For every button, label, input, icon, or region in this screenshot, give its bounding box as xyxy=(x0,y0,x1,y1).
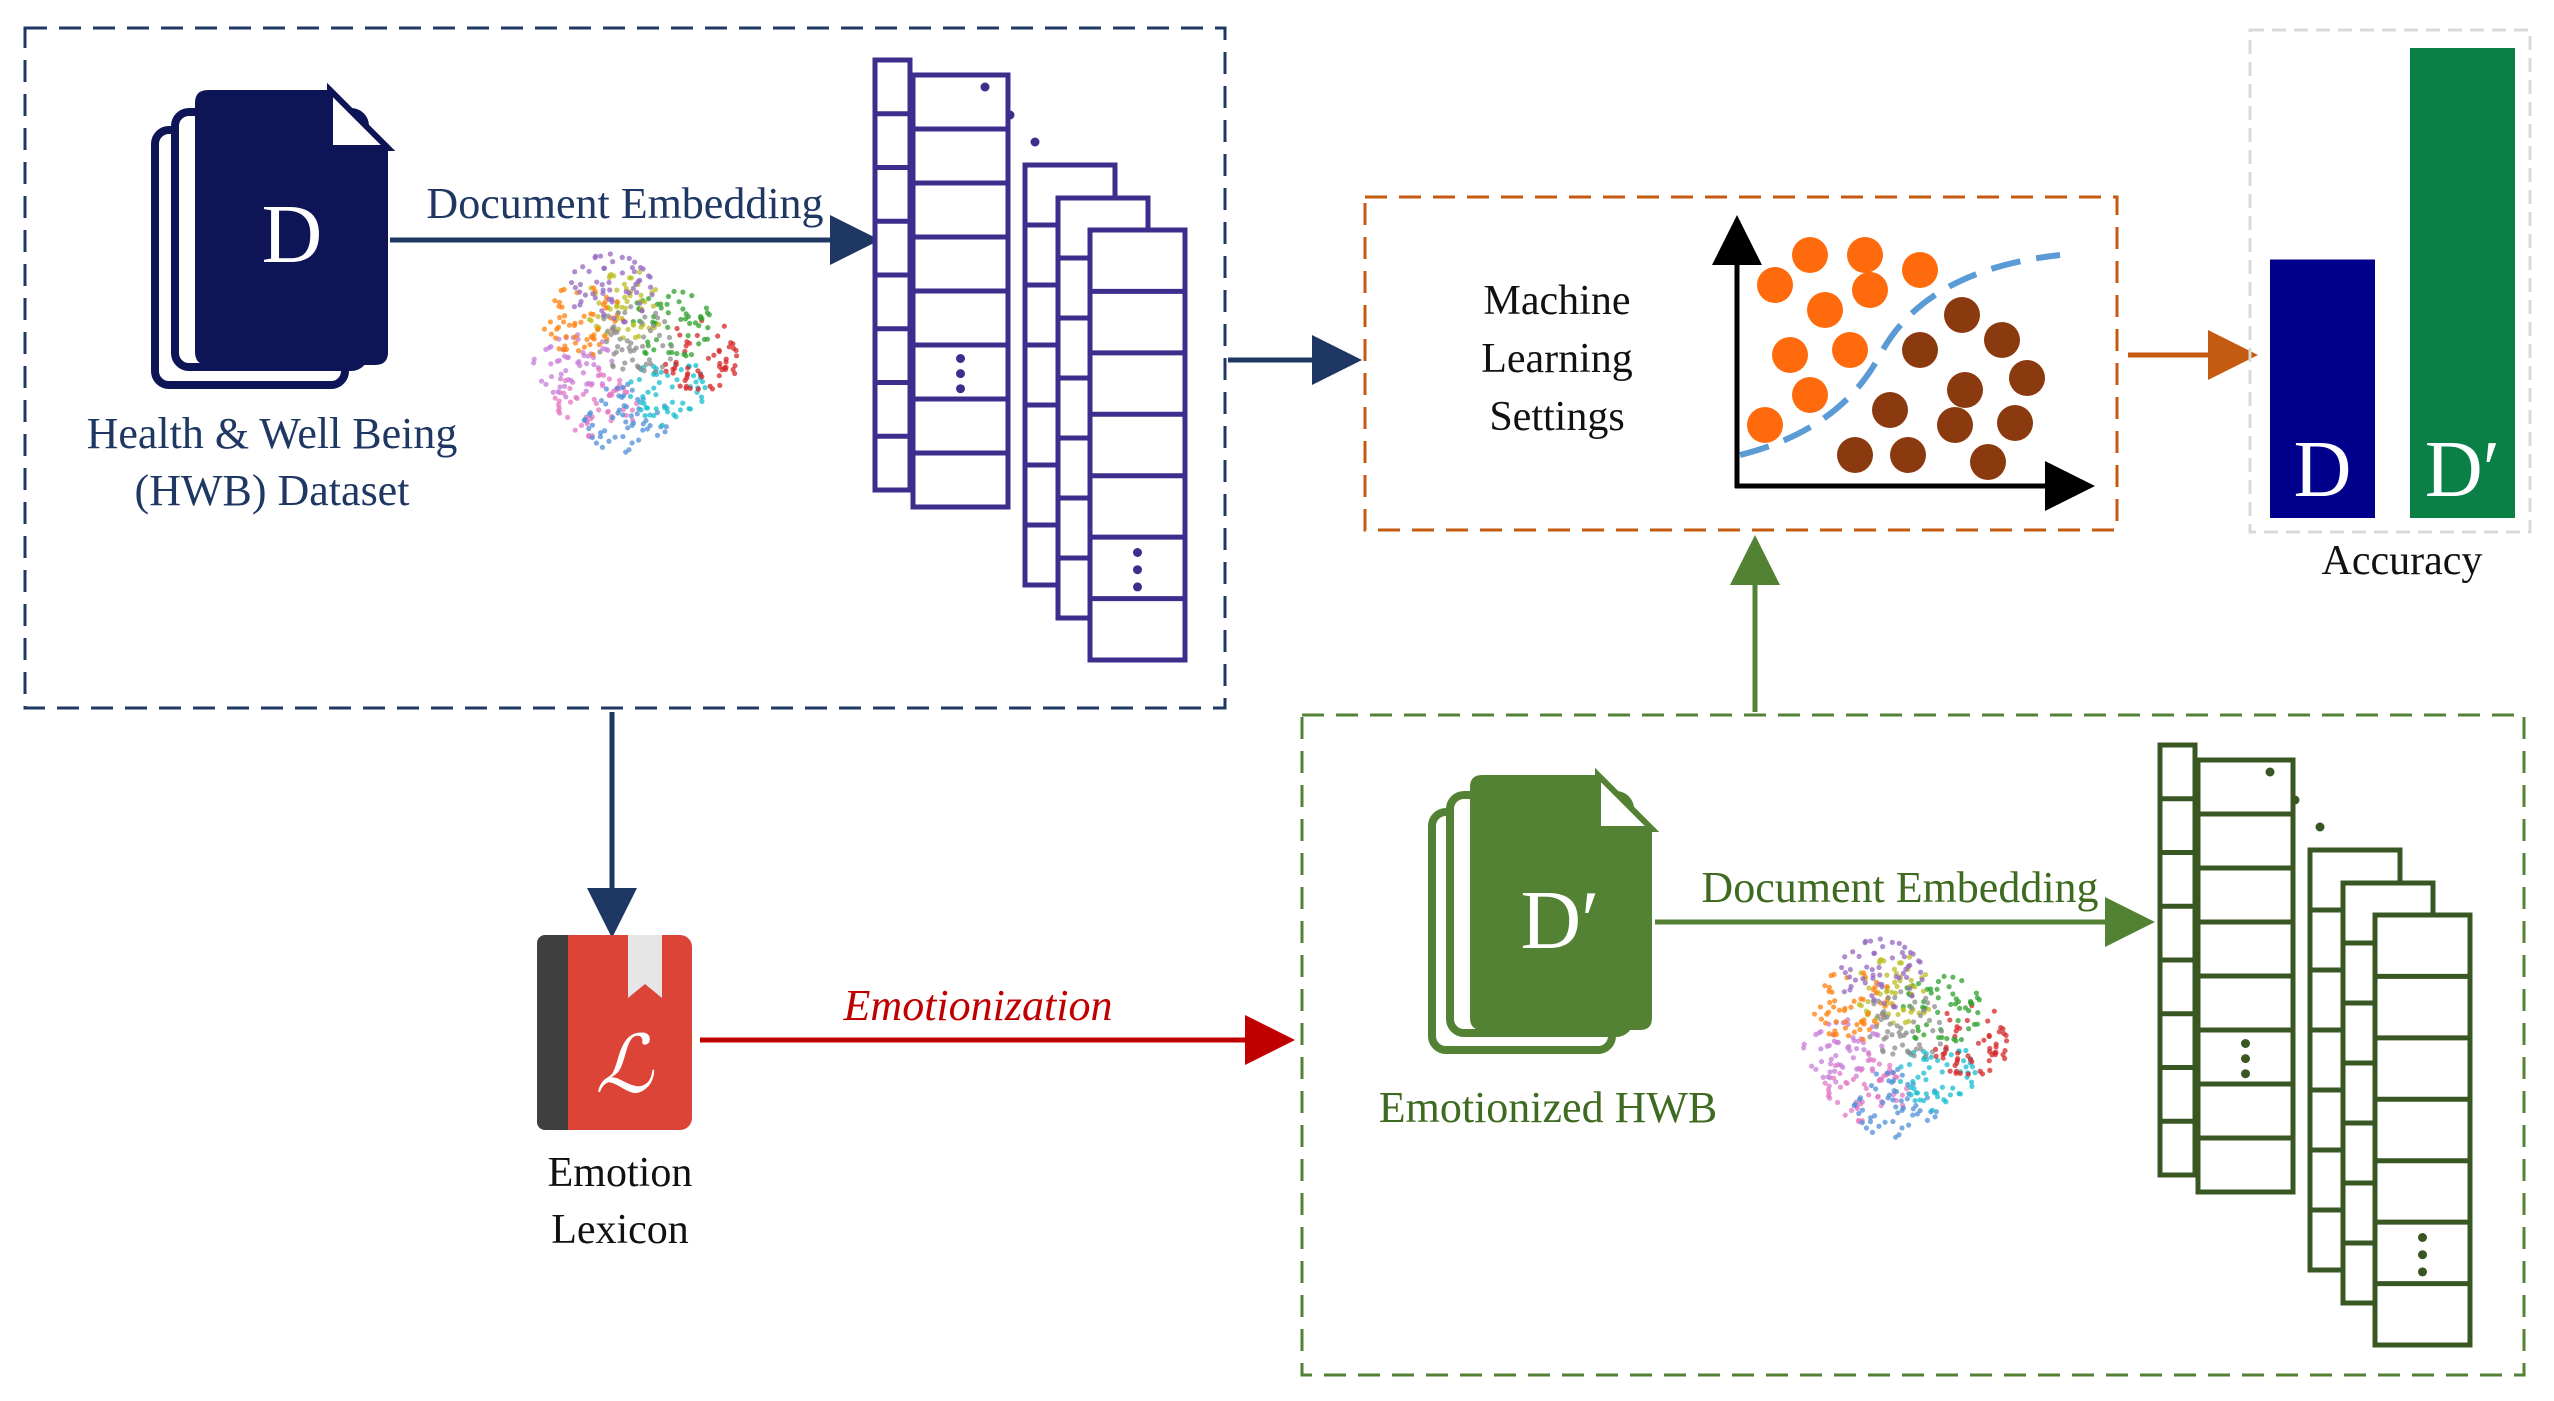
embedding-cluster-image xyxy=(1800,936,2010,1140)
class-a-point xyxy=(1792,377,1828,413)
class-a-point xyxy=(1847,237,1883,273)
accuracy-bar-label: D xyxy=(2294,426,2352,514)
lexicon-letter: ℒ xyxy=(595,1022,654,1110)
class-a-point xyxy=(1772,337,1808,373)
class-a-point xyxy=(1757,267,1793,303)
class-a-point xyxy=(1832,332,1868,368)
class-b-point xyxy=(1937,407,1973,443)
accuracy-bar xyxy=(2410,48,2515,518)
accuracy-label: Accuracy xyxy=(2322,538,2483,584)
class-b-point xyxy=(1872,392,1908,428)
class-b-point xyxy=(1890,437,1926,473)
ellipsis-dot xyxy=(1030,137,1040,147)
ellipsis-dot xyxy=(2265,767,2275,777)
class-b-point xyxy=(1944,297,1980,333)
matrix-column xyxy=(872,57,913,493)
class-a-point xyxy=(1852,272,1888,308)
ellipsis-dot xyxy=(980,82,990,92)
emotionized-dataset-box xyxy=(1300,713,2526,1377)
ml-label-line3: Settings xyxy=(1489,394,1624,440)
embedding-cluster-image xyxy=(530,251,740,455)
emotionized-doc-letter: D′ xyxy=(1520,874,1599,967)
emotionized-label: Emotionized HWB xyxy=(1379,1083,1718,1132)
class-a-point xyxy=(1747,407,1783,443)
class-a-point xyxy=(1807,292,1843,328)
ellipsis-dot xyxy=(1005,110,1015,120)
matrix-column xyxy=(910,72,1011,510)
class-b-point xyxy=(1902,332,1938,368)
class-a-point xyxy=(1902,252,1938,288)
accuracy-bars: D D′ xyxy=(2270,48,2515,518)
matrix-column xyxy=(2157,742,2198,1178)
hwb-embedding-label: Document Embedding xyxy=(426,179,823,228)
matrix-column xyxy=(2195,757,2296,1195)
lexicon-label-line1: Emotion xyxy=(548,1150,693,1196)
accuracy-frame xyxy=(2248,28,2532,534)
class-b-point xyxy=(1837,437,1873,473)
hwb-dataset-box xyxy=(23,26,1227,710)
ml-label-line1: Machine xyxy=(1484,278,1631,324)
emotionization-label: Emotionization xyxy=(843,981,1113,1030)
book-icon: ℒ xyxy=(537,935,692,1130)
class-b-point xyxy=(2009,360,2045,396)
matrix-column xyxy=(2372,912,2473,1348)
emotionized-document-icon: D′ xyxy=(1428,767,1660,1054)
hwb-dataset-label-line2: (HWB) Dataset xyxy=(135,466,410,515)
class-b-point xyxy=(1947,372,1983,408)
ml-settings-box xyxy=(1363,195,2119,532)
accuracy-bar-label: D′ xyxy=(2425,426,2500,514)
hwb-document-icon: D xyxy=(151,82,396,389)
matrix-column xyxy=(1087,227,1188,663)
lexicon-label-line2: Lexicon xyxy=(551,1207,689,1253)
hwb-doc-letter: D xyxy=(262,188,323,281)
class-a-point xyxy=(1792,237,1828,273)
embedding-matrices xyxy=(872,57,1188,663)
classifier-plot xyxy=(1712,215,2095,511)
embedding-matrices xyxy=(2157,742,2473,1348)
class-b-point xyxy=(1970,444,2006,480)
ellipsis-dot xyxy=(2290,795,2300,805)
class-b-point xyxy=(1984,322,2020,358)
class-b-point xyxy=(1997,405,2033,441)
ml-label-line2: Learning xyxy=(1481,336,1633,382)
hwb-dataset-label-line1: Health & Well Being xyxy=(87,409,458,458)
decision-boundary xyxy=(1739,252,2061,458)
ellipsis-dot xyxy=(2315,822,2325,832)
emotionized-embedding-label: Document Embedding xyxy=(1701,863,2098,912)
accuracy-bar xyxy=(2270,259,2375,518)
